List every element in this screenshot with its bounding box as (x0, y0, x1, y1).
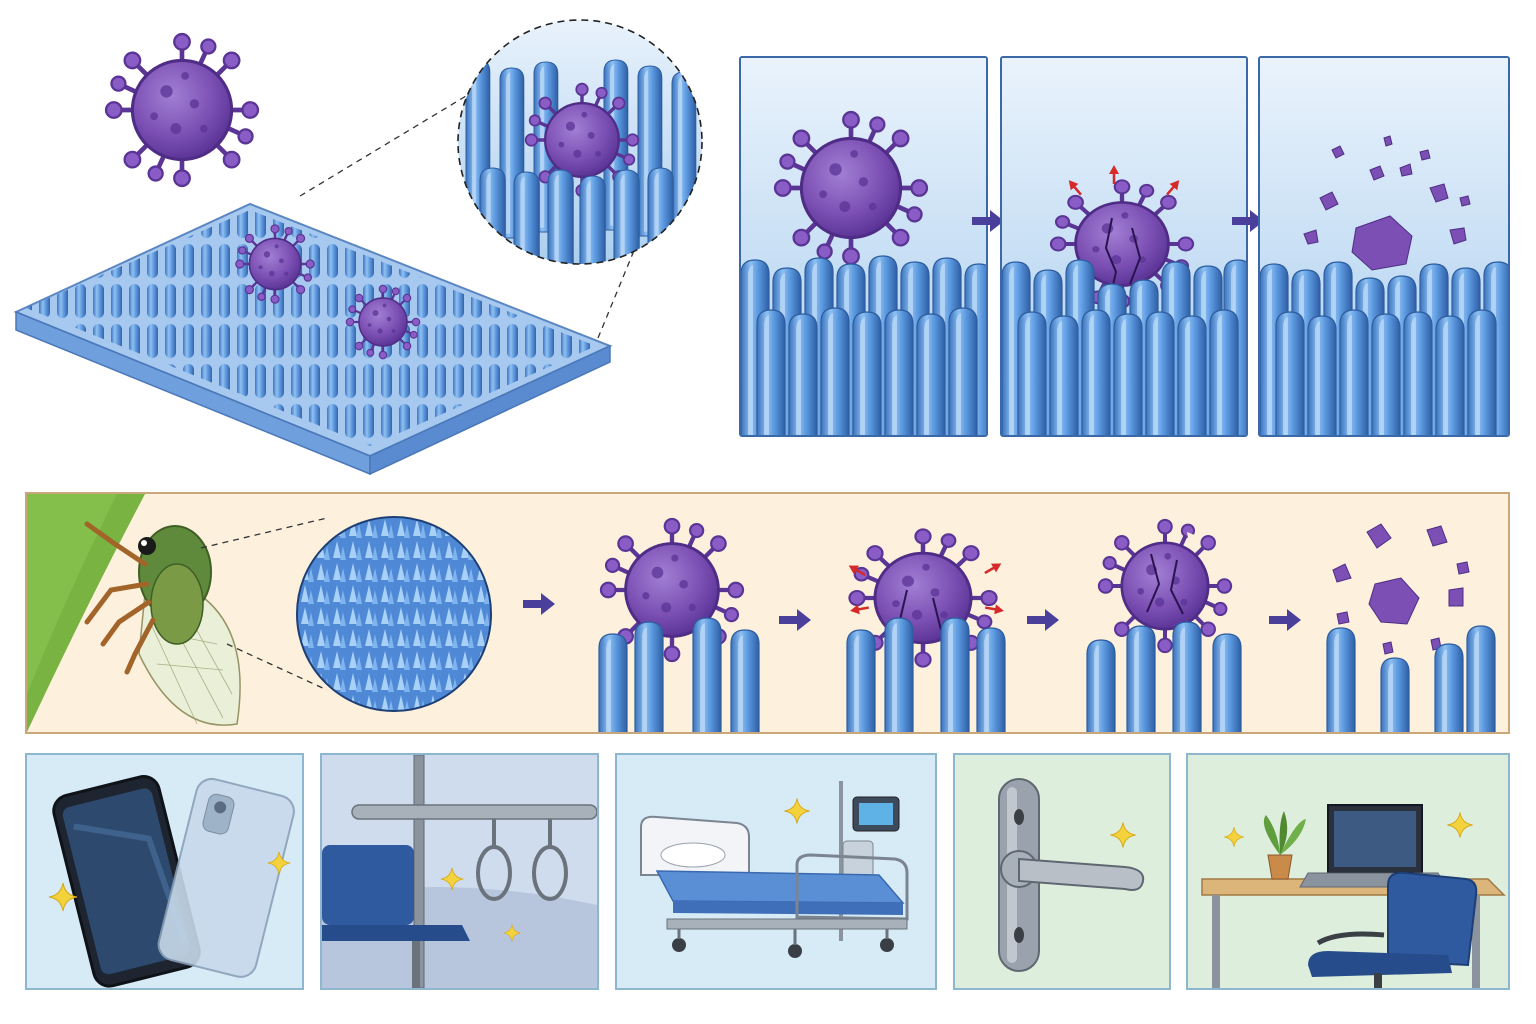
step-panel-stretched (1000, 56, 1248, 437)
application-transit-handles (320, 753, 599, 990)
step-panel-ruptured (1258, 56, 1510, 437)
bio-step-fragmented (1326, 523, 1496, 732)
application-door-handle (953, 753, 1171, 990)
bio-step-stretched (844, 529, 1007, 732)
cicada-icon (84, 521, 241, 726)
zoom-circle (296, 516, 492, 712)
strap-handles (476, 819, 568, 901)
virus-icon (234, 223, 316, 305)
phone-icon (52, 775, 201, 988)
application-hospital-bed (615, 753, 937, 990)
virus-icon (775, 112, 927, 264)
handrail (351, 804, 597, 820)
seat (322, 845, 470, 988)
bioinspiration-strip (25, 492, 1510, 734)
step-panel-intact (739, 56, 988, 437)
virus-icon (106, 34, 258, 186)
door-handle-icon (998, 778, 1145, 972)
bed-icon (640, 815, 909, 958)
application-phone-case (25, 753, 304, 990)
phone-case-icon (157, 777, 295, 978)
virus-icon (345, 284, 421, 360)
bio-step-cracking (1086, 520, 1242, 732)
chair-icon (1308, 871, 1478, 988)
zoom-circle (458, 20, 702, 264)
plant-icon (1263, 811, 1306, 880)
nanopillar-surface-illustration (0, 0, 720, 480)
application-office-desk (1186, 753, 1510, 990)
virus-icon (1099, 520, 1231, 652)
